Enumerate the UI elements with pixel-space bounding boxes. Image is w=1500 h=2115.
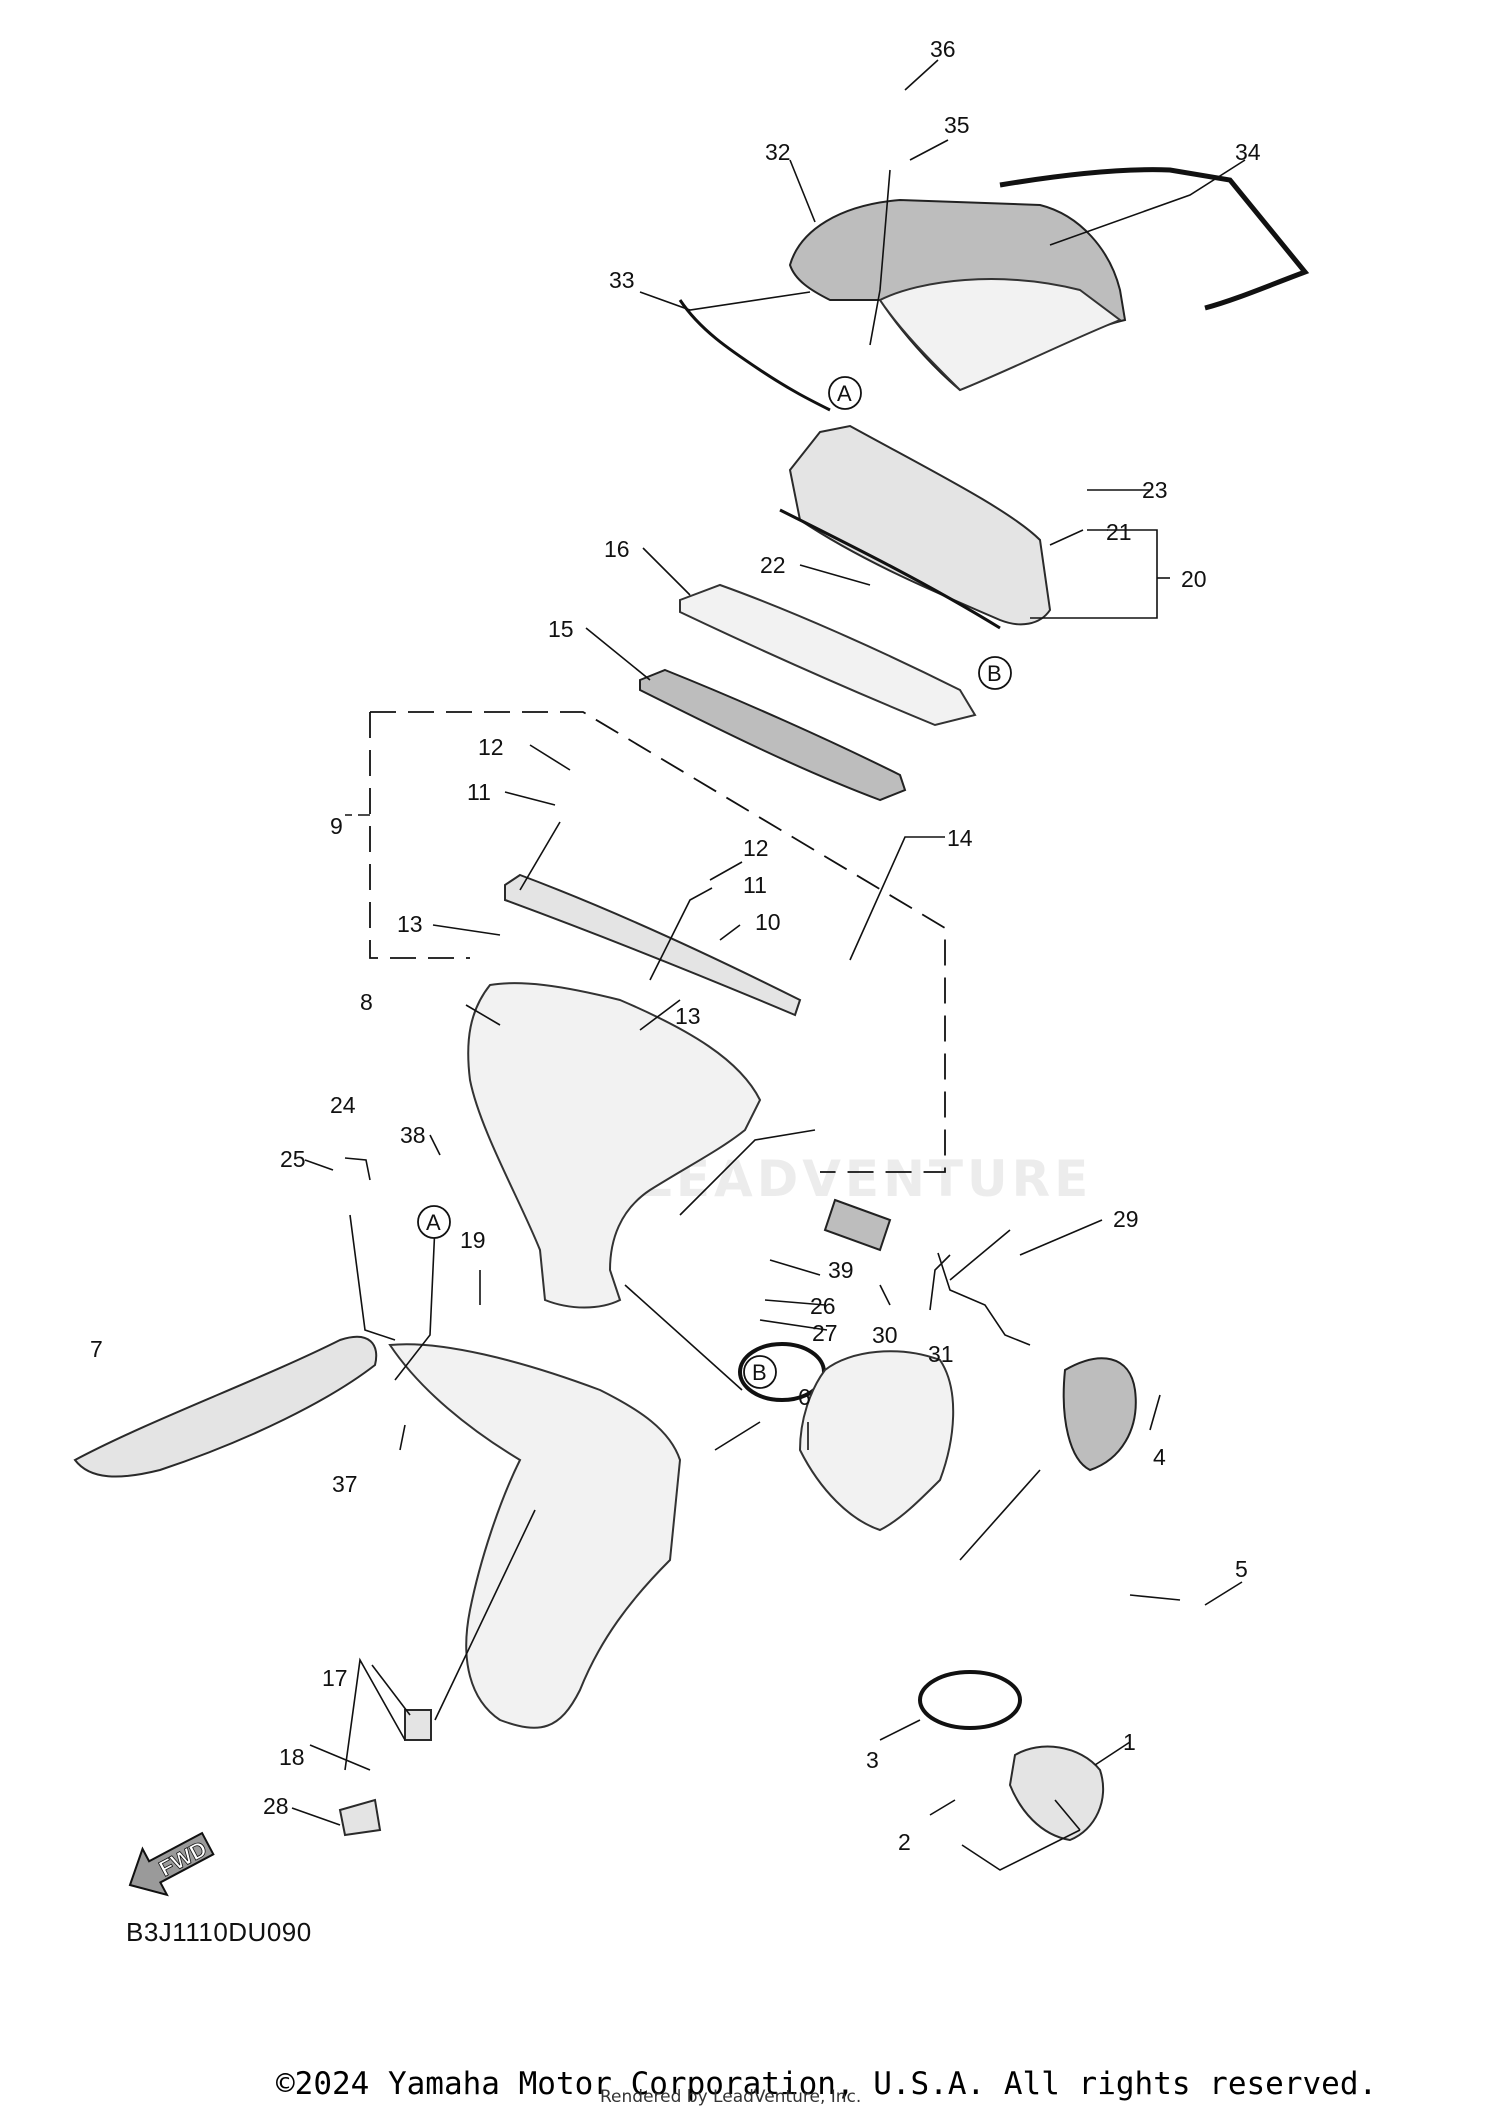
callout-25: 25 — [280, 1146, 306, 1172]
callout-1: 1 — [1123, 1729, 1136, 1755]
callout-16: 16 — [604, 536, 630, 562]
callout-10: 10 — [755, 909, 781, 935]
callout-26: 26 — [810, 1293, 836, 1319]
callout-4: 4 — [1153, 1444, 1166, 1470]
callout-9: 9 — [330, 813, 343, 839]
part-hose-30 — [823, 1198, 892, 1252]
part-gasket-22 — [779, 508, 1001, 630]
callout-28: 28 — [263, 1793, 289, 1819]
part-throttle-body — [798, 1350, 955, 1532]
callout-20: 20 — [1181, 566, 1207, 592]
callout-39: 39 — [828, 1257, 854, 1283]
callout-23: 23 — [1142, 477, 1168, 503]
callout-29: 29 — [1113, 1206, 1139, 1232]
callout-15: 15 — [548, 616, 574, 642]
watermark: LEADVENTURE — [640, 1150, 1093, 1208]
part-air-box — [467, 982, 762, 1309]
callout-17: 17 — [322, 1665, 348, 1691]
ref-letter-a-top: A — [837, 381, 852, 406]
rendered-by-notice: Rendered by LeadVenture, Inc. — [600, 2087, 862, 2107]
ref-circle-b-right — [978, 656, 1012, 690]
ref-letter-b-lower: B — [752, 1360, 767, 1385]
leader-lines — [291, 59, 1246, 1871]
fwd-arrow-icon: FWD — [128, 1831, 215, 1897]
part-intake-duct — [73, 1335, 378, 1478]
callout-35: 35 — [944, 112, 970, 138]
part-cap-28 — [338, 1798, 382, 1837]
callout-34: 34 — [1235, 139, 1261, 165]
callout-5: 5 — [1235, 1556, 1248, 1582]
callout-22: 22 — [760, 552, 786, 578]
callout-11-b: 11 — [743, 872, 767, 898]
ref-letter-a-lower: A — [426, 1210, 441, 1235]
part-lower-case — [388, 1343, 682, 1729]
ref-circle-b-lower — [743, 1355, 777, 1389]
callout-24: 24 — [330, 1092, 356, 1118]
diagram-code: B3J1110DU090 — [126, 1917, 312, 1947]
callout-6: 6 — [798, 1384, 811, 1410]
ref-circle-a-lower — [417, 1205, 451, 1239]
callout-36: 36 — [930, 36, 956, 62]
callout-12-b: 12 — [743, 835, 769, 861]
callout-19: 19 — [460, 1227, 486, 1253]
callout-14: 14 — [947, 825, 973, 851]
callout-31: 31 — [928, 1341, 954, 1367]
callout-13-a: 13 — [397, 911, 423, 937]
part-case-cover — [788, 424, 1052, 626]
part-sensor-4 — [1062, 1357, 1137, 1472]
part-cable-33 — [678, 299, 831, 412]
part-filter-holder — [504, 873, 802, 1017]
assembly-bracket-9 — [369, 711, 946, 1173]
callout-18: 18 — [279, 1744, 305, 1770]
ref-circle-a-top — [828, 376, 862, 410]
callout-37: 37 — [332, 1471, 358, 1497]
callout-7: 7 — [90, 1336, 103, 1362]
callout-21: 21 — [1106, 519, 1132, 545]
copyright-notice: ©2024 Yamaha Motor Corporation, U.S.A. A… — [276, 2066, 1378, 2102]
part-trim-strip — [999, 167, 1310, 311]
callout-8: 8 — [360, 989, 373, 1015]
callout-2: 2 — [898, 1829, 911, 1855]
callout-12-a: 12 — [478, 734, 504, 760]
callout-27: 27 — [812, 1320, 838, 1346]
callout-33: 33 — [609, 267, 635, 293]
callout-3: 3 — [866, 1747, 879, 1773]
callout-11-a: 11 — [467, 779, 491, 805]
part-filter-frame — [679, 583, 977, 727]
callout-13-b: 13 — [675, 1003, 701, 1029]
callout-38: 38 — [400, 1122, 426, 1148]
callout-numbers: 1 2 3 4 5 6 7 8 9 10 11 11 12 12 13 13 1… — [90, 36, 1261, 1855]
callout-30: 30 — [872, 1322, 898, 1348]
part-joint-1 — [1008, 1745, 1105, 1842]
part-clamp-3 — [918, 1670, 1022, 1730]
ref-letter-b-right: B — [987, 661, 1002, 686]
callout-32: 32 — [765, 139, 791, 165]
part-air-element — [639, 668, 907, 802]
